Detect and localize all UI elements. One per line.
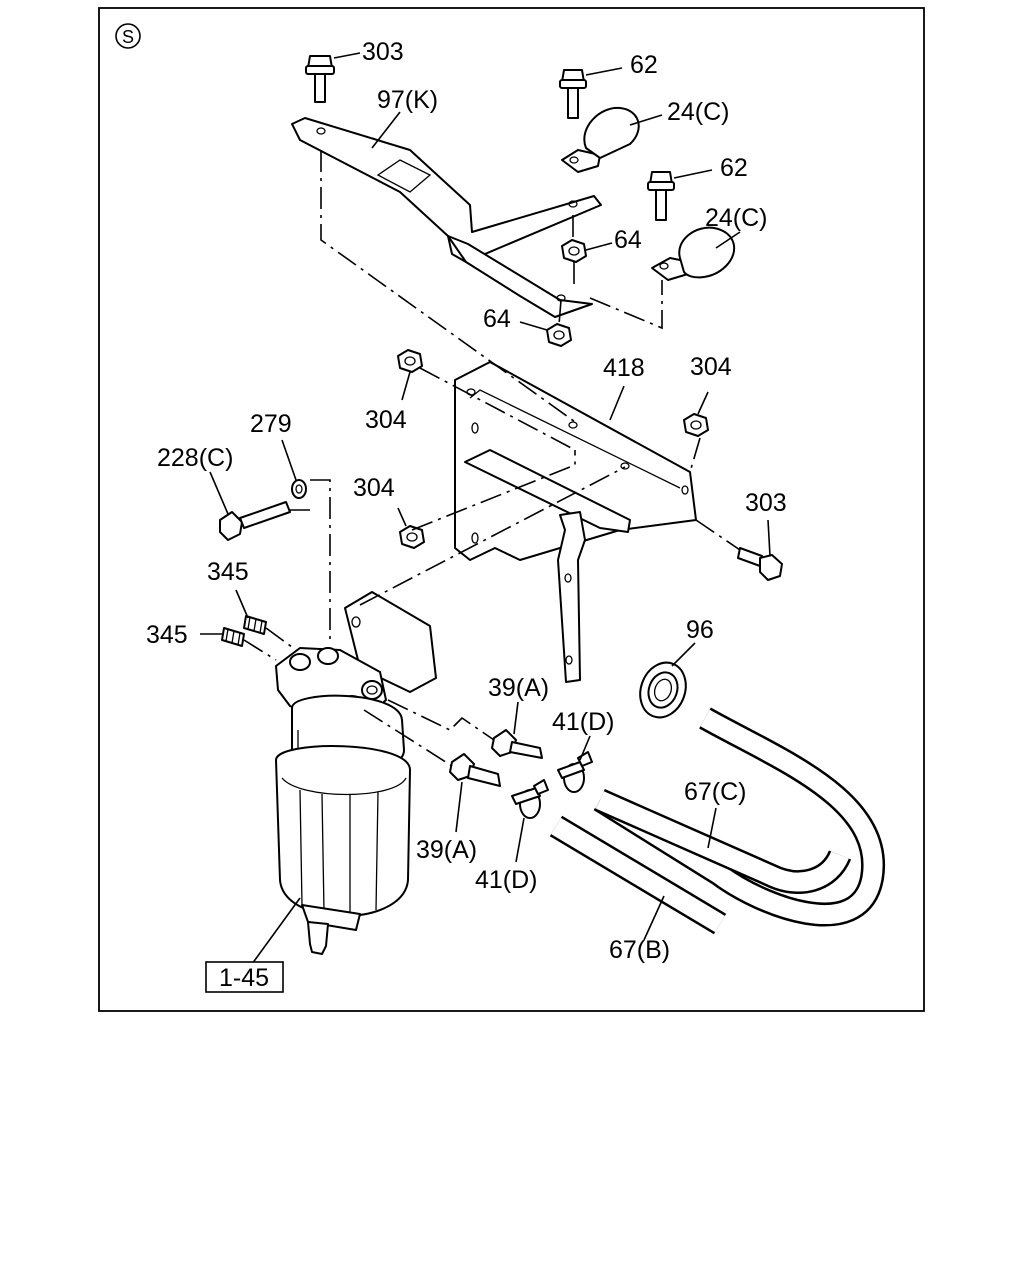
nut-304-a [397, 349, 423, 401]
hose-clamp-41d-lower [511, 779, 549, 863]
label-418: 418 [603, 354, 645, 382]
hose-67c [593, 707, 886, 927]
bracket-97k [291, 117, 602, 318]
plug-345-b [200, 627, 245, 647]
label-97k: 97(K) [377, 86, 438, 114]
hose-clamp-41d-upper [557, 735, 593, 793]
label-24c-a: 24(C) [667, 98, 730, 126]
assembly-lines [243, 150, 741, 767]
label-303-right: 303 [745, 489, 787, 517]
connector-39a-upper [491, 701, 543, 759]
label-345-a: 345 [207, 558, 249, 586]
bolt-62-a [559, 67, 623, 119]
label-304-b: 304 [690, 353, 732, 381]
reference-box: 1-45 [205, 961, 284, 993]
connector-39a-lower [449, 753, 501, 833]
clamp-24c-a [561, 106, 663, 173]
label-39a-upper: 39(A) [488, 674, 549, 702]
label-303-top: 303 [362, 38, 404, 66]
bolt-228c [209, 471, 291, 541]
label-64-b: 64 [483, 305, 511, 333]
label-64-a: 64 [614, 226, 642, 254]
hose-67b [549, 815, 727, 941]
reference-box-label: 1-45 [219, 964, 269, 992]
label-41d-lower: 41(D) [475, 866, 538, 894]
nut-64-a [561, 239, 613, 263]
label-62-b: 62 [720, 154, 748, 182]
section-marker: S [115, 23, 141, 49]
label-67b: 67(B) [609, 936, 670, 964]
nut-304-b [683, 391, 709, 437]
bracket-418 [454, 361, 697, 683]
section-marker-letter: S [122, 27, 134, 47]
label-228c: 228(C) [157, 444, 233, 472]
diagram-frame [98, 7, 925, 1012]
bolt-303-top [305, 52, 361, 103]
label-279: 279 [250, 410, 292, 438]
label-96: 96 [686, 616, 714, 644]
label-345-b: 345 [146, 621, 188, 649]
label-39a-lower: 39(A) [416, 836, 477, 864]
nut-64-b [519, 321, 572, 347]
clamp-24c-b [651, 226, 741, 281]
fuel-filter-assembly [251, 591, 437, 965]
label-41d-upper: 41(D) [552, 708, 615, 736]
plug-345-a [235, 589, 267, 635]
label-304-a: 304 [365, 406, 407, 434]
label-67c: 67(C) [684, 778, 747, 806]
washer-279 [281, 439, 307, 499]
label-62-a: 62 [630, 51, 658, 79]
grommet-96 [639, 642, 696, 719]
nut-304-c [397, 507, 425, 549]
bolt-62-b [647, 169, 713, 221]
label-24c-b: 24(C) [705, 204, 768, 232]
label-304-c: 304 [353, 474, 395, 502]
bolt-303-right [737, 519, 783, 581]
